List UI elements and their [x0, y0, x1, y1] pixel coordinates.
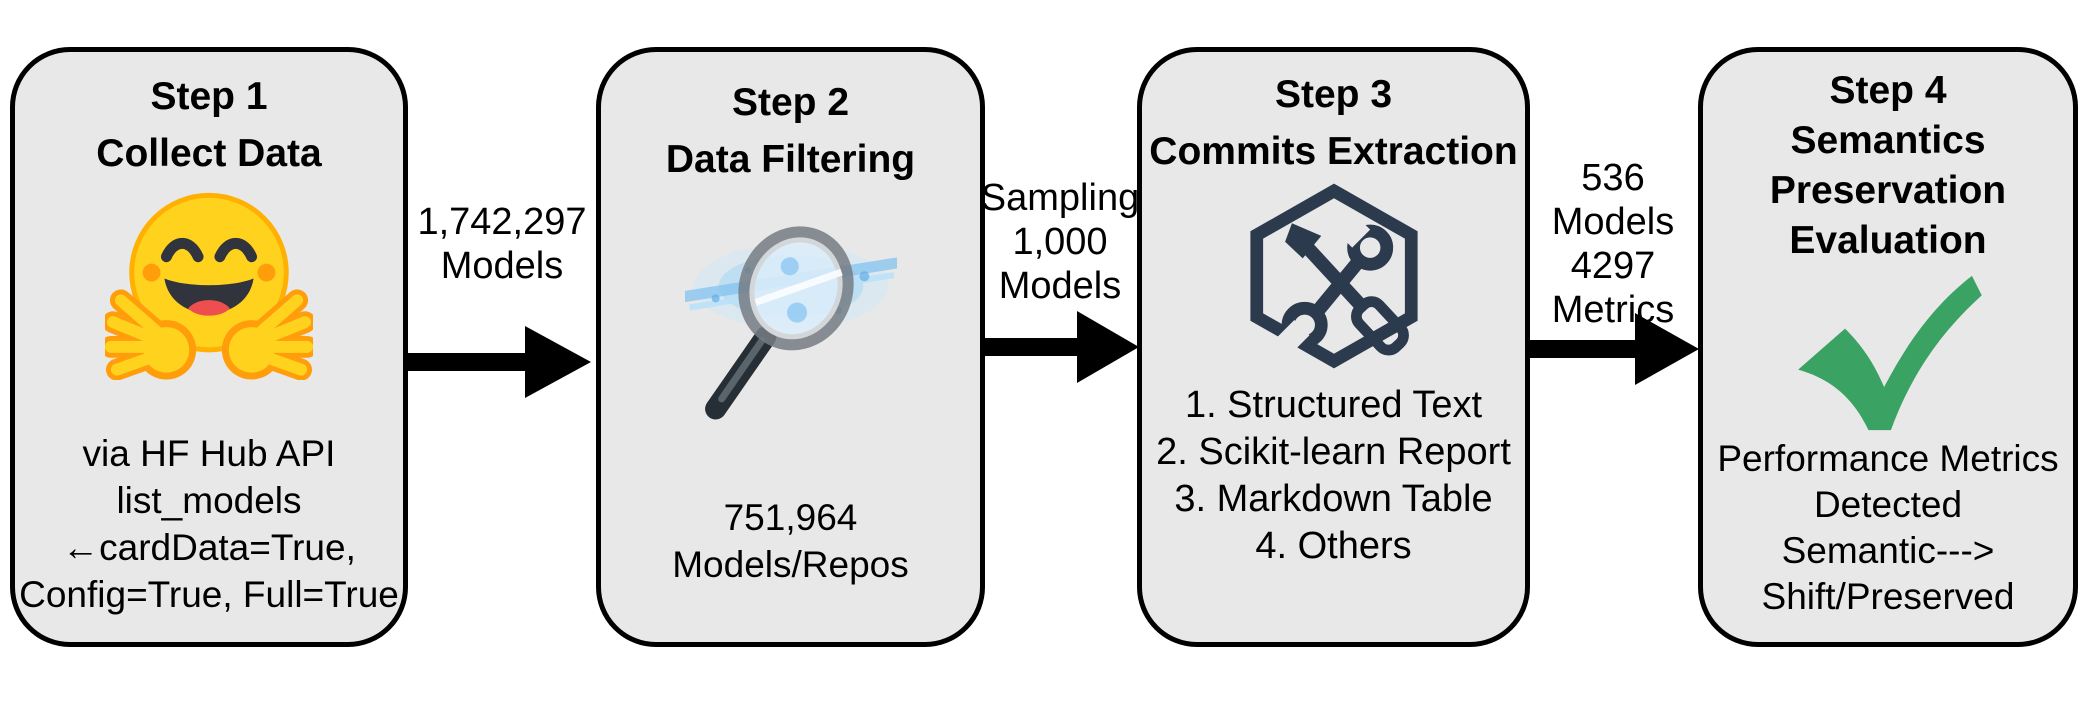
step-4-body-line: Performance Metrics [1717, 438, 2059, 479]
hugging-face-icon [105, 192, 313, 380]
step-3-title: Step 3 Commits Extraction [1149, 66, 1517, 180]
flow-arrow-2 [983, 311, 1139, 383]
step-1-body-line: Config=True, Full=True [19, 574, 399, 615]
step-4-title: Step 4 Semantics Preservation Evaluation [1770, 66, 2006, 266]
arrow-3-label: 536 Models 4297 Metrics [1552, 156, 1675, 332]
step-4-icon-wrap [1790, 270, 1986, 436]
step-4-body-line: Semantic---> [1781, 530, 1995, 571]
step-3-body-line: 4. Others [1255, 525, 1412, 567]
step-1-icon-wrap [105, 184, 313, 380]
step-1-title-line: Step 1 [150, 75, 268, 118]
step-box-4: Step 4 Semantics Preservation Evaluation… [1698, 47, 2078, 647]
step-4-body-line: Shift/Preserved [1761, 576, 2015, 617]
step-2-body-line: Models/Repos [672, 544, 909, 585]
flow-arrow-3 [1529, 313, 1699, 385]
checkmark-icon [1798, 275, 1982, 431]
step-1-body-line: via HF Hub API [82, 433, 336, 474]
arrow-1-label: 1,742,297 Models [417, 200, 586, 288]
step-2-icon-wrap [684, 218, 897, 424]
step-2-subtitle: Data Filtering [665, 138, 916, 181]
step-2-body: 751,964 Models/Repos [672, 494, 909, 588]
step-3-body: 1. Structured Text 2. Scikit-learn Repor… [1156, 382, 1511, 570]
step-3-icon-wrap [1246, 182, 1422, 370]
step-4-title-line: Preservation [1769, 169, 2007, 212]
step-4-title-line: Semantics [1790, 119, 1986, 162]
step-2-title: Step 2 Data Filtering [666, 74, 915, 188]
arrow-2-label-line: 1,000 [1012, 221, 1108, 263]
step-1-body-line: ←cardData=True, [62, 527, 356, 568]
step-1-body-line: list_models [116, 480, 302, 521]
step-3-body-line: 1. Structured Text [1184, 384, 1483, 426]
arrow-2-label-line: Sampling [980, 177, 1140, 219]
step-box-1: Step 1 Collect Data [10, 47, 408, 647]
step-box-3: Step 3 Commits Extraction 1. Structured … [1137, 47, 1530, 647]
step-4-title-line: Evaluation [1789, 219, 1987, 262]
tools-hexagon-icon [1249, 183, 1418, 369]
step-2-title-line: Step 2 [731, 81, 850, 124]
magnifier-icon [684, 226, 897, 420]
step-1-title: Step 1 Collect Data [96, 68, 321, 182]
step-4-title-line: Step 4 [1829, 69, 1947, 112]
arrow-2-label-line: Models [998, 265, 1122, 307]
step-4-body-line: Detected [1813, 484, 1963, 525]
arrow-1-label-line: Models [440, 245, 564, 287]
arrow-2-label: Sampling 1,000 Models [981, 176, 1139, 308]
step-1-body: via HF Hub API list_models ←cardData=Tru… [19, 430, 399, 618]
arrow-3-label-line: Models [1551, 201, 1675, 243]
arrow-1-label-line: 1,742,297 [417, 201, 587, 243]
step-3-body-line: 3. Markdown Table [1174, 478, 1493, 520]
step-3-title-line: Step 3 [1274, 73, 1393, 116]
step-box-2: Step 2 Data Filtering [596, 47, 985, 647]
step-3-subtitle: Commits Extraction [1149, 130, 1518, 173]
arrow-3-label-line: 536 [1581, 157, 1645, 199]
step-3-body-line: 2. Scikit-learn Report [1156, 431, 1511, 473]
arrow-3-label-line: 4297 [1570, 245, 1656, 287]
step-4-body: Performance Metrics Detected Semantic---… [1717, 436, 2058, 620]
flow-arrow-1 [407, 326, 591, 398]
step-2-body-line: 751,964 [723, 497, 858, 538]
step-1-subtitle: Collect Data [96, 132, 322, 175]
